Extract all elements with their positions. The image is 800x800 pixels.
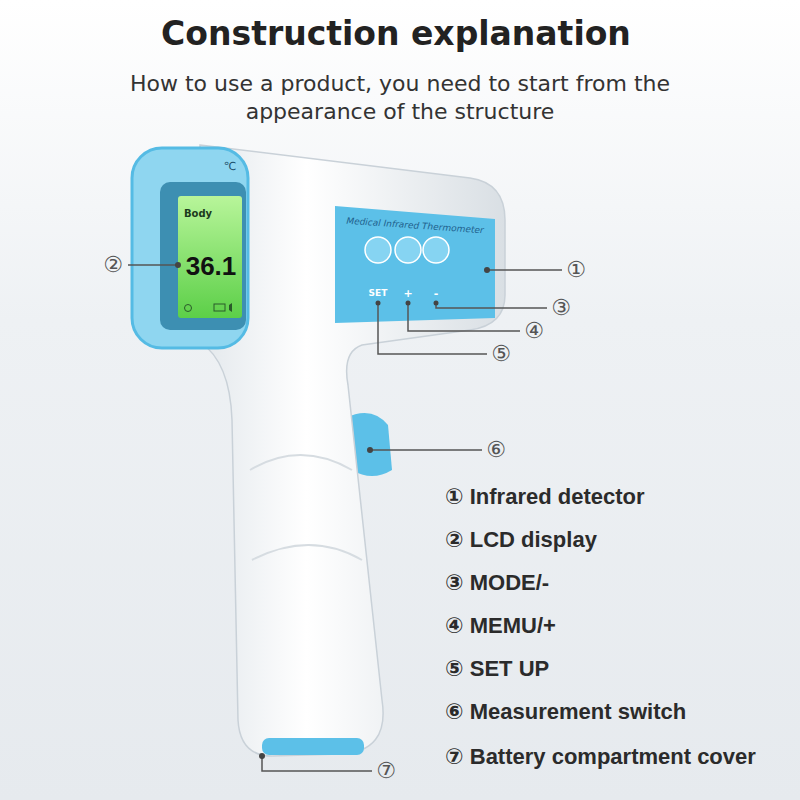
- part-legend-item: ③ MODE/-: [445, 572, 549, 594]
- callout-number: ②: [103, 254, 123, 276]
- callout-number: ⑥: [486, 439, 506, 461]
- button-label: +: [403, 288, 412, 299]
- callout-number: ③: [551, 297, 571, 319]
- screen-well: [160, 182, 246, 330]
- device-label: Medical Infrared Thermometer: [346, 217, 484, 236]
- speaker-icon: [229, 303, 232, 312]
- part-legend-item: ⑥ Measurement switch: [445, 701, 686, 723]
- front-bezel: [132, 148, 248, 348]
- part-legend-item: ① Infrared detector: [445, 486, 645, 508]
- leader-lines: [128, 265, 562, 771]
- minus-button: [423, 237, 449, 263]
- title: Construction explanation: [0, 14, 796, 54]
- callout-number: ①: [566, 259, 586, 281]
- callout-number: ④: [524, 320, 544, 342]
- callout-number: ⑤: [491, 343, 511, 365]
- leader-dots: [175, 262, 490, 759]
- set-button: [365, 237, 391, 263]
- lcd-text: Body: [184, 209, 212, 219]
- battery-cover: [262, 738, 364, 755]
- control-panel: [335, 206, 495, 323]
- button-label: SET: [369, 289, 388, 298]
- lcd-reading: 36.1: [186, 253, 237, 279]
- part-legend-item: ② LCD display: [445, 529, 597, 551]
- subtitle: How to use a product, you need to start …: [100, 70, 700, 125]
- part-legend-item: ④ MEMU/+: [445, 615, 556, 637]
- plus-button: [395, 237, 421, 263]
- lcd-icon: [185, 305, 192, 312]
- grip-lines: [250, 455, 362, 560]
- button-label: -: [434, 288, 439, 299]
- lcd-screen: [178, 196, 242, 318]
- callout-number: ⑦: [376, 760, 396, 782]
- part-legend-item: ⑤ SET UP: [445, 658, 549, 680]
- part-legend-item: ⑦ Battery compartment cover: [445, 743, 775, 771]
- unit-label: ℃: [224, 161, 236, 172]
- battery-icon: [214, 304, 225, 311]
